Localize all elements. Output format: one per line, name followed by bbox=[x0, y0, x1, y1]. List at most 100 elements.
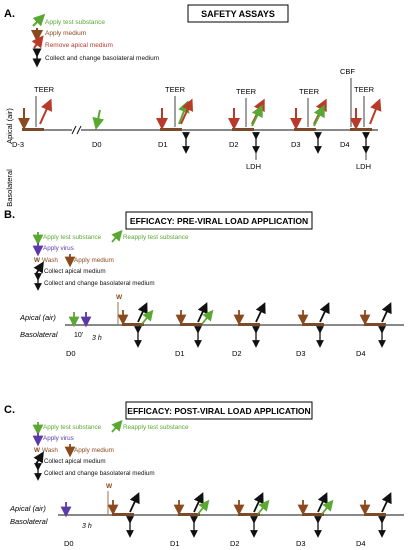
wash-icon: W bbox=[116, 294, 123, 301]
medium-segment bbox=[160, 128, 182, 131]
day-label: D4 bbox=[356, 539, 366, 548]
panel-a-legend: Apply test substance Apply medium Remove… bbox=[31, 13, 159, 68]
time-3h-label: 3 h bbox=[92, 335, 102, 342]
panel-a: A. SAFETY ASSAYS Apply test substance Ap… bbox=[4, 4, 382, 207]
red-arrow-icon bbox=[31, 35, 44, 49]
legend-reapply-test: Reapply test substance bbox=[123, 424, 189, 431]
black-arrow-icon bbox=[193, 492, 204, 513]
side-label-basolateral: Basolateral bbox=[5, 169, 14, 207]
green-arrow-icon bbox=[92, 109, 105, 130]
green-arrow-icon bbox=[197, 499, 210, 515]
legend-collect-apical: Collect apical medium bbox=[44, 268, 106, 275]
legend-reapply-test: Reapply test substance bbox=[123, 234, 189, 241]
medium-segment bbox=[302, 513, 324, 516]
legend-apply-medium: Apply medium bbox=[45, 30, 86, 37]
break-mark-2 bbox=[76, 125, 82, 135]
red-arrow-icon bbox=[39, 98, 53, 125]
time-3h-label: 3 h bbox=[82, 523, 92, 530]
medium-segment bbox=[350, 128, 372, 131]
legend-collect-change: Collect and change basolateral medium bbox=[44, 470, 155, 477]
wash-icon: W bbox=[34, 257, 40, 264]
black-arrow-icon bbox=[319, 302, 330, 323]
black-arrow-icon bbox=[137, 302, 148, 323]
red-arrow-icon bbox=[180, 98, 194, 125]
panel-c-title: EFFICACY: POST-VIRAL LOAD APPLICATION bbox=[127, 406, 310, 416]
day-label: D1 bbox=[170, 539, 180, 548]
day-label: D4 bbox=[340, 140, 350, 149]
black-arrow-icon bbox=[33, 261, 44, 275]
panel-c-legend: Apply test substance Reapply test substa… bbox=[32, 419, 189, 481]
panel-b-letter: B. bbox=[4, 209, 15, 221]
panel-a-title: SAFETY ASSAYS bbox=[201, 9, 275, 19]
legend-apply-medium: Apply medium bbox=[74, 257, 114, 264]
green-arrow-icon bbox=[257, 499, 270, 515]
green-arrow-icon bbox=[321, 499, 334, 515]
legend-wash: Wash bbox=[42, 447, 58, 454]
day-label: D2 bbox=[229, 140, 239, 149]
time-10-label: 10' bbox=[74, 332, 83, 339]
medium-segment bbox=[22, 128, 44, 131]
label-basolateral: Basolateral bbox=[10, 517, 48, 526]
day-label: D0 bbox=[66, 349, 76, 358]
red-arrow-icon bbox=[369, 98, 382, 125]
panel-c: C. EFFICACY: POST-VIRAL LOAD APPLICATION… bbox=[4, 401, 404, 548]
day-label: D3 bbox=[296, 349, 306, 358]
wash-icon: W bbox=[34, 447, 40, 454]
label-apical: Apical (air) bbox=[9, 504, 46, 513]
legend-collect-change: Collect and change basolateral medium bbox=[44, 280, 155, 287]
teer-label: TEER bbox=[34, 85, 55, 94]
medium-segment bbox=[112, 513, 134, 516]
green-arrow-icon bbox=[201, 309, 214, 325]
legend-collect-change: Collect and change basolateral medium bbox=[45, 55, 159, 62]
legend-apply-virus: Apply virus bbox=[43, 245, 74, 252]
panel-c-title-box bbox=[125, 401, 313, 420]
legend-apply-virus: Apply virus bbox=[43, 435, 74, 442]
day-label: D3 bbox=[291, 140, 301, 149]
legend-apply-medium: Apply medium bbox=[74, 447, 114, 454]
day-label: D2 bbox=[232, 349, 242, 358]
day-label: D1 bbox=[158, 140, 168, 149]
panel-b-title-box bbox=[125, 211, 313, 230]
medium-segment bbox=[238, 513, 260, 516]
green-arrow-icon bbox=[111, 229, 123, 243]
day-label: D3 bbox=[296, 539, 306, 548]
legend-wash: Wash bbox=[42, 257, 58, 264]
teer-label: TEER bbox=[236, 87, 257, 96]
day-label: D-3 bbox=[12, 140, 24, 149]
medium-segment bbox=[180, 323, 202, 326]
black-arrow-icon bbox=[253, 492, 264, 513]
panel-b-legend: Apply test substance Reapply test substa… bbox=[32, 229, 189, 291]
teer-label: TEER bbox=[354, 85, 375, 94]
medium-segment bbox=[364, 323, 386, 326]
legend-apply-test: Apply test substance bbox=[43, 234, 102, 241]
teer-label: TEER bbox=[165, 85, 186, 94]
legend-collect-apical: Collect apical medium bbox=[44, 458, 106, 465]
panel-a-letter: A. bbox=[4, 8, 15, 20]
medium-segment bbox=[302, 323, 324, 326]
medium-segment bbox=[294, 128, 316, 131]
side-label-apical: Apical (air) bbox=[5, 108, 14, 144]
black-arrow-icon bbox=[33, 451, 44, 465]
black-arrow-icon bbox=[197, 302, 208, 323]
break-mark-1 bbox=[71, 125, 77, 135]
panel-b: B. EFFICACY: PRE-VIRAL LOAD APPLICATION … bbox=[4, 209, 404, 358]
panel-c-letter: C. bbox=[4, 404, 15, 416]
ldh-label: LDH bbox=[246, 162, 261, 171]
legend-remove-apical: Remove apical medium bbox=[45, 42, 113, 49]
green-arrow-icon bbox=[32, 13, 46, 27]
wash-icon: W bbox=[106, 483, 113, 490]
day-label: D0 bbox=[64, 539, 74, 548]
medium-segment bbox=[238, 323, 260, 326]
legend-apply-test: Apply test substance bbox=[45, 19, 105, 26]
label-apical: Apical (air) bbox=[19, 313, 56, 322]
day-label: D0 bbox=[92, 140, 102, 149]
legend-apply-test: Apply test substance bbox=[43, 424, 102, 431]
panel-b-title: EFFICACY: PRE-VIRAL LOAD APPLICATION bbox=[130, 216, 308, 226]
medium-segment bbox=[178, 513, 200, 516]
day-label: D4 bbox=[356, 349, 366, 358]
green-arrow-icon bbox=[111, 419, 123, 433]
green-arrow-icon bbox=[141, 309, 154, 325]
medium-segment bbox=[364, 513, 386, 516]
black-arrow-icon bbox=[381, 492, 392, 513]
